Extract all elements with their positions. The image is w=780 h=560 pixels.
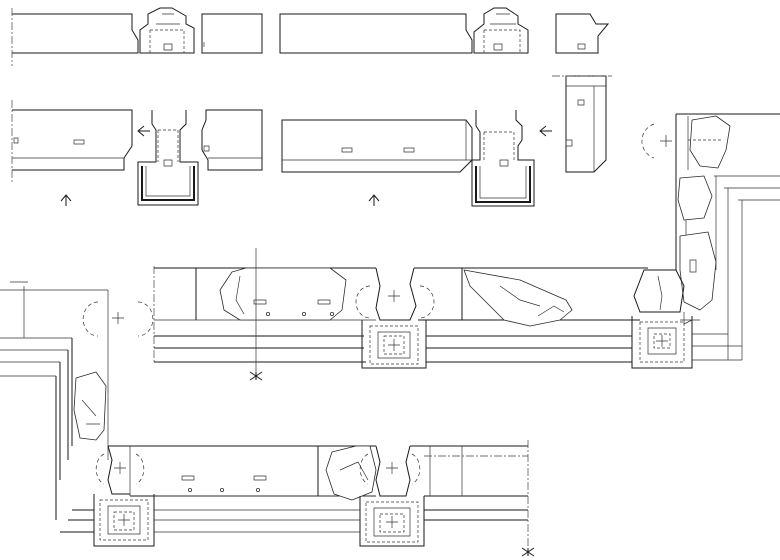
centre-cross-icon <box>660 135 672 147</box>
left-vertical-plan <box>0 282 153 520</box>
arrow-up-icon <box>369 195 379 206</box>
centre-cross-icon <box>388 339 400 351</box>
centre-cross-icon <box>118 514 130 526</box>
centre-cross-icon <box>388 290 400 302</box>
section-marker-icon <box>522 548 534 556</box>
centre-cross-icon <box>656 335 668 347</box>
centre-cross-icon <box>112 312 124 324</box>
centre-cross-icon <box>114 462 126 474</box>
right-vertical-plan <box>632 114 780 368</box>
centre-cross-icon <box>386 462 398 474</box>
arrow-up-icon <box>61 195 71 206</box>
arrow-left-icon <box>138 126 150 136</box>
plan-row-middle <box>154 248 648 380</box>
elevation-row-second <box>12 76 612 206</box>
elevation-row-top <box>12 8 608 66</box>
centre-cross-icon <box>386 516 398 528</box>
plan-row-bottom <box>60 440 534 556</box>
arrow-left-icon <box>540 126 552 136</box>
section-marker-icon <box>250 372 262 380</box>
